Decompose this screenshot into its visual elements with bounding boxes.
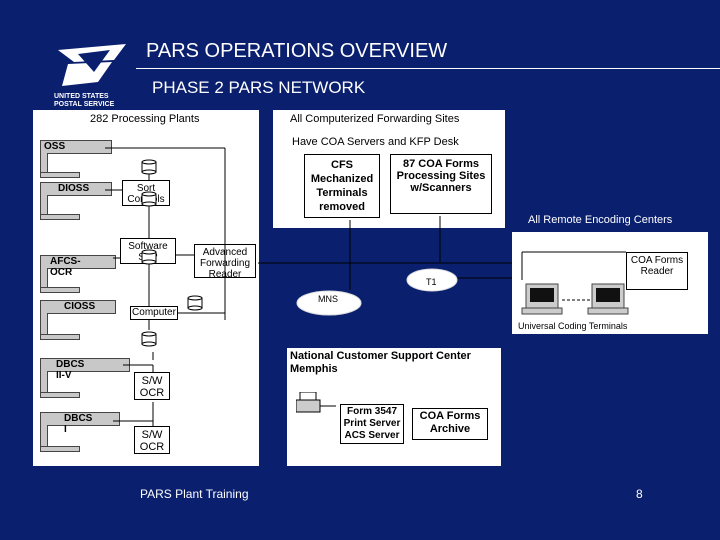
plant-connections	[105, 147, 226, 426]
ncsc-heading: National Customer Support Center Memphis	[290, 350, 471, 375]
database-icon	[141, 191, 157, 207]
ncsc-printer	[296, 392, 336, 413]
page-number: 8	[636, 487, 643, 501]
remote-centers-heading: All Remote Encoding Centers	[528, 214, 673, 226]
terminal-icon	[587, 283, 629, 315]
processing-plants-heading: 282 Processing Plants	[90, 113, 200, 125]
coa-sites-box: 87 COA Forms Processing Sites w/Scanners	[390, 154, 492, 214]
sw-ocr-box-1: S/W OCR	[134, 372, 170, 400]
page-title: PARS OPERATIONS OVERVIEW	[146, 40, 448, 62]
network-links	[258, 216, 550, 290]
t1-cloud: T1	[406, 268, 458, 292]
database-icon	[141, 159, 157, 175]
cfs-heading-1: All Computerized Forwarding Sites	[290, 113, 460, 125]
t1-label: T1	[426, 277, 437, 287]
terminals-label: Universal Coding Terminals	[518, 321, 628, 331]
terminal-icon	[521, 283, 563, 315]
database-icon	[187, 295, 203, 311]
coa-archive-box: COA Forms Archive	[412, 408, 488, 440]
page-subtitle: PHASE 2 PARS NETWORK	[152, 78, 366, 97]
database-icon	[141, 331, 157, 347]
database-icon	[141, 249, 157, 265]
sw-ocr-box-2: S/W OCR	[134, 426, 170, 454]
mns-label: MNS	[318, 294, 338, 304]
title-divider	[136, 68, 720, 69]
coa-forms-reader-box: COA Forms Reader	[626, 252, 688, 290]
cfs-heading-2: Have COA Servers and KFP Desk	[292, 136, 459, 148]
printer-icon	[296, 392, 321, 413]
mns-cloud: MNS	[296, 290, 362, 316]
remote-terminals	[521, 251, 629, 315]
footer-text: PARS Plant Training	[140, 487, 249, 501]
cfs-terminals-box: CFS Mechanized Terminals removed	[304, 154, 380, 218]
print-server-box: Form 3547 Print Server ACS Server	[340, 404, 404, 444]
computer-box: Computer	[130, 306, 178, 320]
eagle-icon	[58, 44, 126, 86]
